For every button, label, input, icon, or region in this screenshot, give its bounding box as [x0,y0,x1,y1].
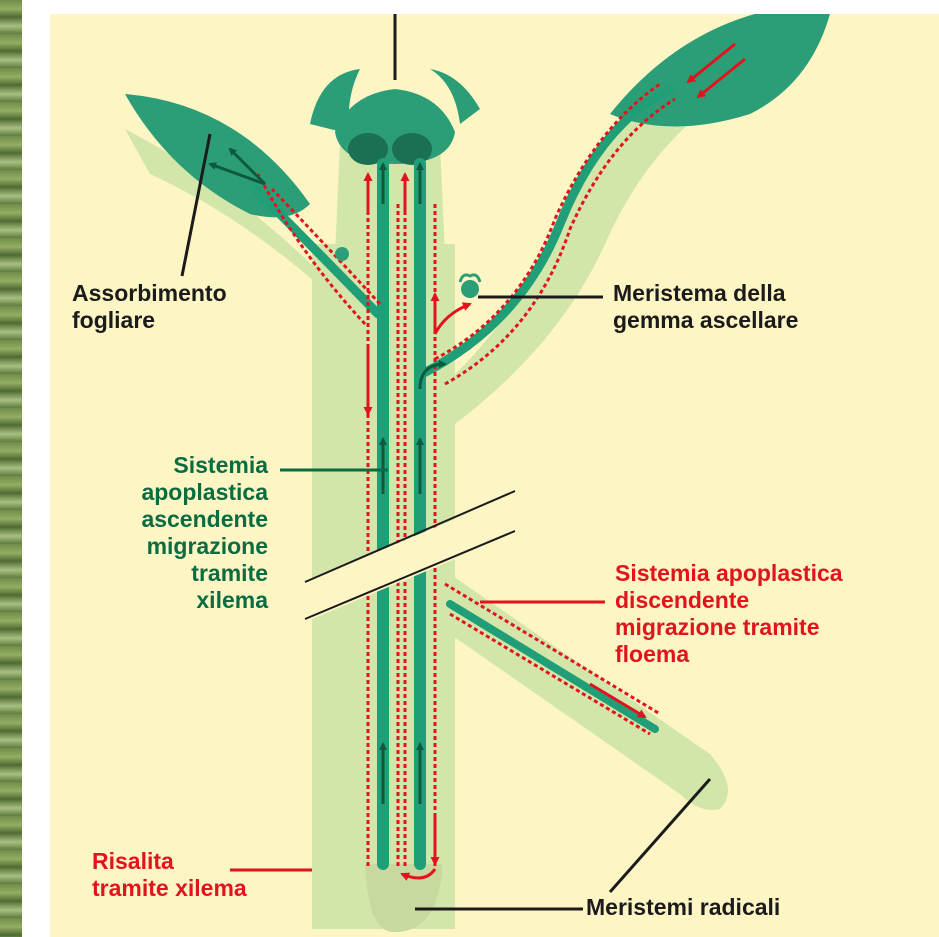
diagram-panel: Assorbimento fogliare Meristema della ge… [50,14,939,937]
upper-right-branch [445,84,700,424]
label-axillary-bud-meristem: Meristema della gemma ascellare [613,280,798,334]
label-rise-via-xylem: Risalita tramite xilema [92,848,247,902]
photo-strip [0,0,22,937]
label-ascending-system: Sistemia apoplastica ascendente migrazio… [108,452,268,614]
apical-bud [310,69,480,165]
label-descending-system: Sistemia apoplastica discendente migrazi… [615,560,843,668]
label-root-meristems: Meristemi radicali [586,894,780,921]
label-foliar-absorption: Assorbimento fogliare [72,280,227,334]
